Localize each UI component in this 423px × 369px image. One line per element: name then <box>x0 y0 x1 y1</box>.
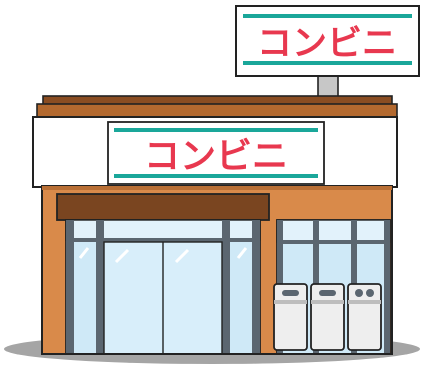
facade-sign: コンビニ <box>107 121 325 185</box>
recycle-bin-icon <box>347 283 382 351</box>
trash-bins <box>273 283 382 351</box>
sign-pole <box>317 73 339 99</box>
sliding-doors <box>103 241 223 355</box>
entrance-awning <box>56 193 270 221</box>
entrance-glass <box>65 219 261 355</box>
trash-bin-icon <box>310 283 345 351</box>
rooftop-sign-text: コンビニ <box>257 24 397 64</box>
trash-bin-icon <box>273 283 308 351</box>
rooftop-sign: コンビニ <box>235 5 420 77</box>
facade-sign-text: コンビニ <box>144 136 288 177</box>
